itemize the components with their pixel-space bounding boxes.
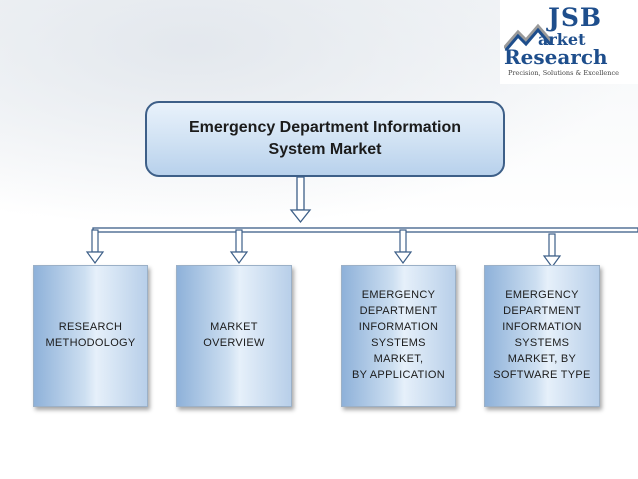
child-node-label: EMERGENCY DEPARTMENT INFORMATION SYSTEMS… [351, 289, 446, 381]
branch-arrow-3-icon [393, 229, 413, 265]
company-logo: JSB arket Research Precision, Solutions … [500, 0, 638, 84]
logo-market-text: arket [538, 30, 586, 49]
horizontal-connector [92, 227, 638, 233]
root-node-title-line2: System Market [268, 141, 382, 158]
branch-arrow-4-icon [542, 233, 562, 269]
logo-jsb-text: JSB [548, 3, 603, 32]
root-down-arrow-icon [289, 176, 312, 224]
mountain-logo-icon [504, 23, 554, 51]
child-node-research-methodology: RESEARCH METHODOLOGY [33, 265, 148, 407]
child-node-by-application: EMERGENCY DEPARTMENT INFORMATION SYSTEMS… [341, 265, 456, 407]
child-node-market-overview: MARKET OVERVIEW [176, 265, 292, 407]
branch-arrow-1-icon [85, 229, 105, 265]
child-node-label: RESEARCH METHODOLOGY [45, 321, 136, 349]
child-node-label: EMERGENCY DEPARTMENT INFORMATION SYSTEMS… [493, 289, 591, 381]
logo-research-text: Research [504, 45, 608, 69]
logo-tagline: Precision, Solutions & Excellence [508, 69, 619, 77]
root-node-box: Emergency Department Information System … [145, 101, 505, 177]
child-node-label: MARKET OVERVIEW [203, 321, 265, 349]
child-node-by-software-type: EMERGENCY DEPARTMENT INFORMATION SYSTEMS… [484, 265, 600, 407]
branch-arrow-2-icon [229, 229, 249, 265]
root-node-title-line1: Emergency Department Information [188, 119, 462, 137]
